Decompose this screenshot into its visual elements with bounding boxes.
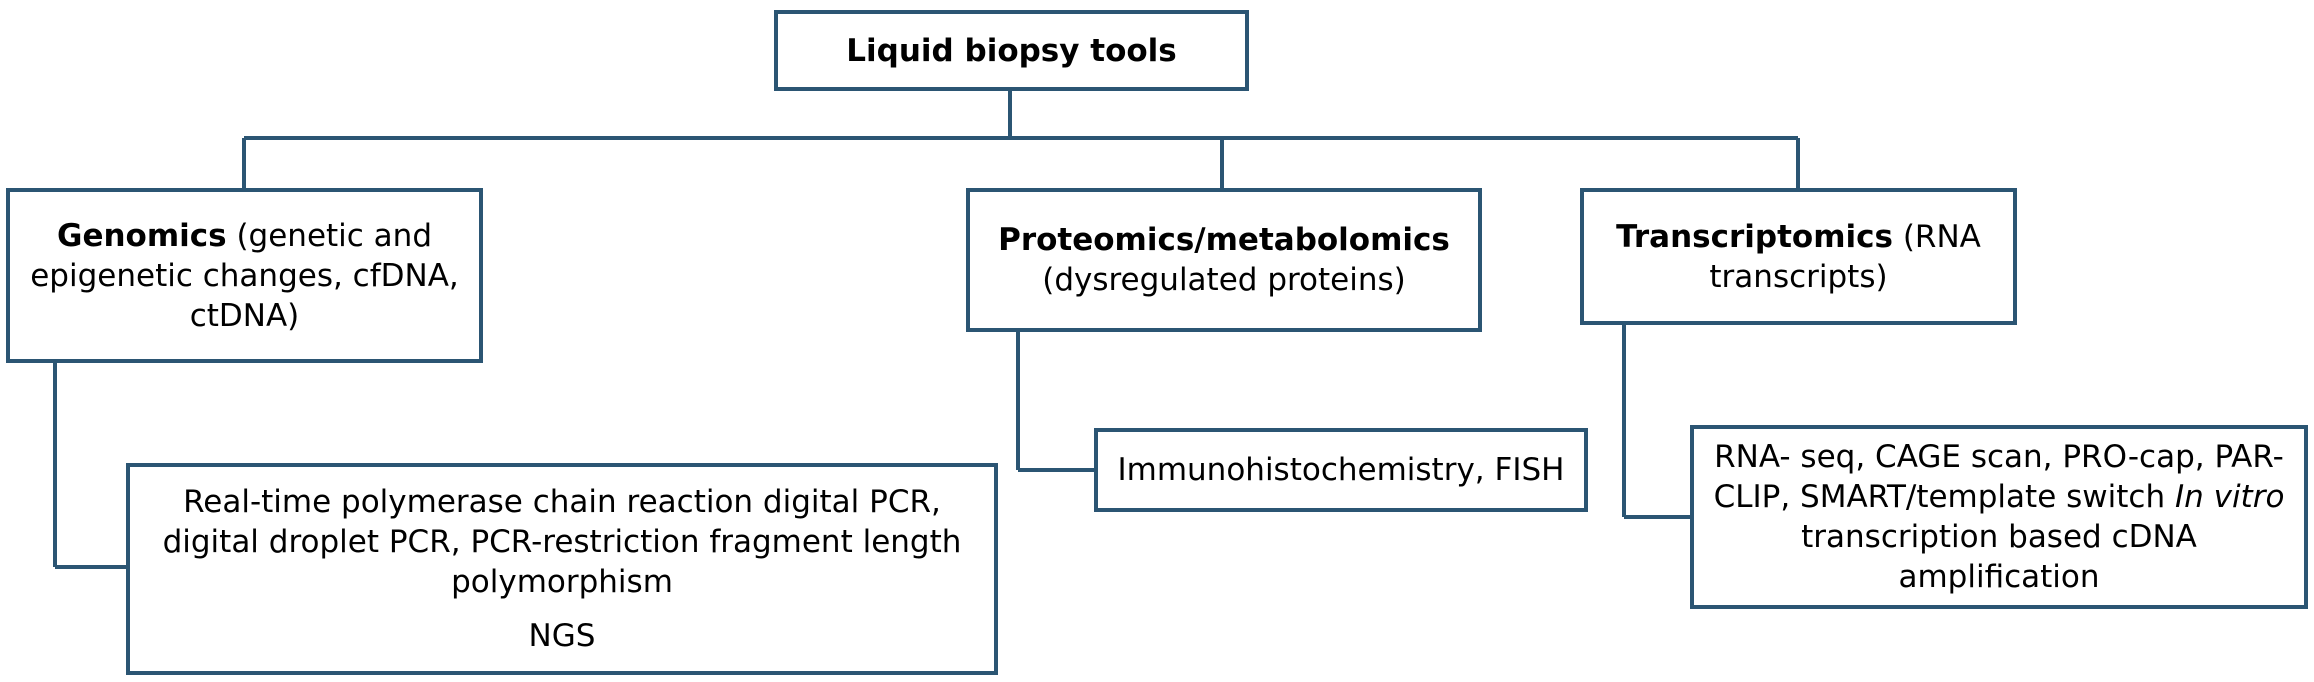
root-node: Liquid biopsy tools (774, 10, 1249, 91)
proteomics-node: Proteomics/metabolomics (dysregulated pr… (966, 188, 1482, 332)
root-label: Liquid biopsy tools (846, 32, 1177, 69)
genomics-node: Genomics (genetic and epigenetic changes… (6, 188, 483, 363)
transcriptomics-title: Transcriptomics (1616, 218, 1893, 255)
transcriptomics-method-text-after: transcription based cDNA amplification (1801, 519, 2197, 595)
proteomics-method-node: Immunohistochemistry, FISH (1094, 428, 1588, 512)
genomics-text: Genomics (genetic and epigenetic changes… (24, 216, 465, 336)
transcriptomics-text: Transcriptomics (RNA transcripts) (1598, 217, 1999, 297)
genomics-description: (genetic and epigenetic changes, cfDNA, … (30, 217, 459, 334)
proteomics-title: Proteomics/metabolomics (998, 222, 1450, 258)
proteomics-method-text: Immunohistochemistry, FISH (1117, 452, 1565, 488)
transcriptomics-method-node: RNA- seq, CAGE scan, PRO-cap, PAR-CLIP, … (1690, 425, 2308, 609)
proteomics-description: (dysregulated proteins) (1042, 262, 1406, 298)
genomics-method-extra: NGS (528, 618, 596, 654)
transcriptomics-method-text-before: RNA- seq, CAGE scan, PRO-cap, PAR-CLIP, … (1713, 439, 2284, 515)
genomics-method-node: Real-time polymerase chain reaction digi… (126, 463, 998, 675)
genomics-method-text: Real-time polymerase chain reaction digi… (162, 484, 962, 600)
transcriptomics-description: (RNA transcripts) (1709, 218, 1981, 295)
transcriptomics-method-italic: In vitro (2174, 479, 2285, 515)
transcriptomics-node: Transcriptomics (RNA transcripts) (1580, 188, 2017, 325)
genomics-title: Genomics (57, 217, 227, 254)
transcriptomics-method-text: RNA- seq, CAGE scan, PRO-cap, PAR-CLIP, … (1708, 437, 2290, 597)
